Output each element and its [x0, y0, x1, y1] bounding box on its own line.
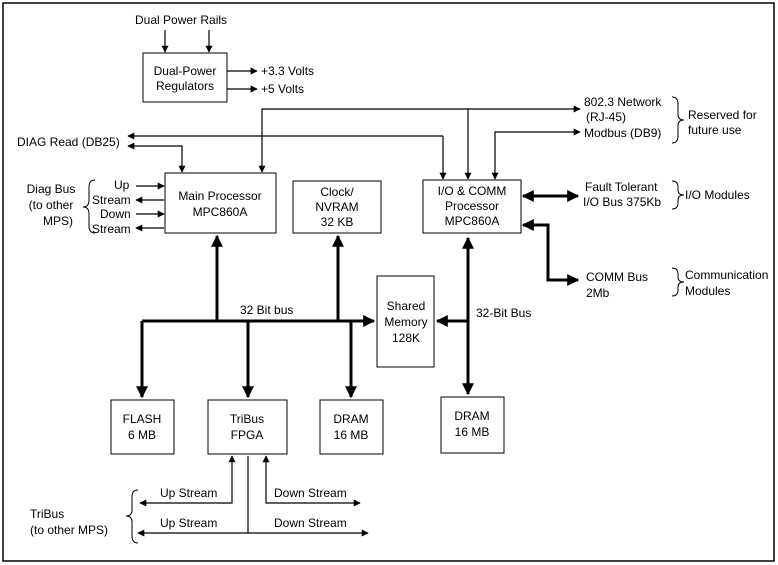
comm-bus-arrow — [521, 219, 580, 286]
dram1-label-1: DRAM — [333, 412, 368, 426]
reserved-label-2: future use — [688, 123, 742, 137]
flash-label-1: FLASH — [123, 412, 162, 426]
dram2-label-2: 16 MB — [455, 425, 490, 439]
up-stream-label-2: Up Stream — [160, 516, 217, 530]
diag-bus-brace — [82, 179, 96, 234]
dram1-label-2: 16 MB — [334, 428, 369, 442]
diag-read-to-main-line — [127, 142, 186, 173]
bus32-io-label: 32-Bit Bus — [476, 306, 531, 320]
io-modules-label: I/O Modules — [685, 188, 750, 202]
tribus-label-1: TriBus — [30, 507, 64, 521]
regulators-label-1: Dual-Power — [154, 64, 217, 78]
out-5-label: +5 Volts — [261, 82, 304, 96]
comm-bus-label-2: 2Mb — [586, 286, 610, 300]
diag-bus-label-1: Diag Bus — [27, 182, 76, 196]
modbus-to-io-line — [491, 128, 581, 180]
io-processor-label-1: I/O & COMM — [438, 184, 507, 198]
diag-bus-label-2: (to other — [29, 198, 74, 212]
main-processor-label-2: MPC860A — [193, 205, 248, 219]
clock-nvram-box — [292, 180, 382, 234]
io-processor-label-2: Processor — [445, 199, 499, 213]
main-to-network-line — [258, 105, 581, 173]
shared-memory-label-3: 128K — [392, 331, 420, 345]
diag-down-label: Down — [100, 207, 131, 221]
bus32-label: 32 Bit bus — [240, 303, 293, 317]
diag-stream2-label: Stream — [92, 222, 131, 236]
shared-memory-box — [376, 275, 435, 368]
flash-label-2: 6 MB — [128, 428, 156, 442]
reserved-label-1: Reserved for — [688, 108, 757, 122]
diag-up-label: Up — [114, 178, 130, 192]
dram1-box — [319, 399, 384, 455]
modbus-label: Modbus (DB9) — [584, 126, 661, 140]
comm-modules-label-2: Modules — [685, 284, 730, 298]
clock-label-1: Clock/ — [320, 185, 354, 199]
dram2-box — [440, 396, 505, 454]
main-processor-box — [164, 172, 277, 234]
comm-modules-brace — [671, 267, 685, 297]
main-processor-label-1: Main Processor — [178, 189, 261, 203]
diag-read-label: DIAG Read (DB25) — [17, 135, 120, 149]
io-processor-label-3: MPC860A — [445, 214, 500, 228]
tribus-fpga-label-2: FPGA — [231, 428, 264, 442]
tribus-label-2: (to other MPS) — [30, 523, 108, 537]
comm-modules-label-1: Communication — [685, 268, 768, 282]
clock-label-2: NVRAM — [315, 200, 358, 214]
io-processor-box — [422, 179, 522, 234]
shared-memory-label-1: Shared — [387, 299, 426, 313]
reserved-brace — [671, 96, 685, 144]
tribus-brace — [125, 489, 139, 544]
clock-label-3: 32 KB — [321, 215, 354, 229]
down-stream-label-1: Down Stream — [274, 486, 347, 500]
out-33-label: +3.3 Volts — [261, 64, 314, 78]
tribus-fpga-box — [207, 399, 288, 455]
regulators-label-2: Regulators — [156, 79, 214, 93]
network-label-1: 802.3 Network — [584, 95, 662, 109]
network-label-2: (RJ-45) — [586, 110, 626, 124]
regulators-box — [142, 52, 228, 103]
dram2-label-1: DRAM — [454, 409, 489, 423]
fault-tolerant-label-2: I/O Bus 375Kb — [583, 195, 661, 209]
shared-memory-label-2: Memory — [384, 315, 427, 329]
up-stream-label-1: Up Stream — [160, 486, 217, 500]
fault-tolerant-label-1: Fault Tolerant — [585, 180, 658, 194]
dual-power-rails-label: Dual Power Rails — [135, 13, 227, 27]
up-stream-line-1 — [139, 455, 236, 507]
tribus-fpga-label-1: TriBus — [230, 412, 264, 426]
down-stream-line-1 — [262, 455, 361, 507]
diag-stream1-label: Stream — [92, 193, 131, 207]
io-modules-brace — [671, 180, 685, 210]
diag-bus-label-3: MPS) — [43, 214, 73, 228]
flash-box — [110, 399, 175, 455]
comm-bus-label-1: COMM Bus — [586, 270, 648, 284]
down-stream-label-2: Down Stream — [274, 516, 347, 530]
